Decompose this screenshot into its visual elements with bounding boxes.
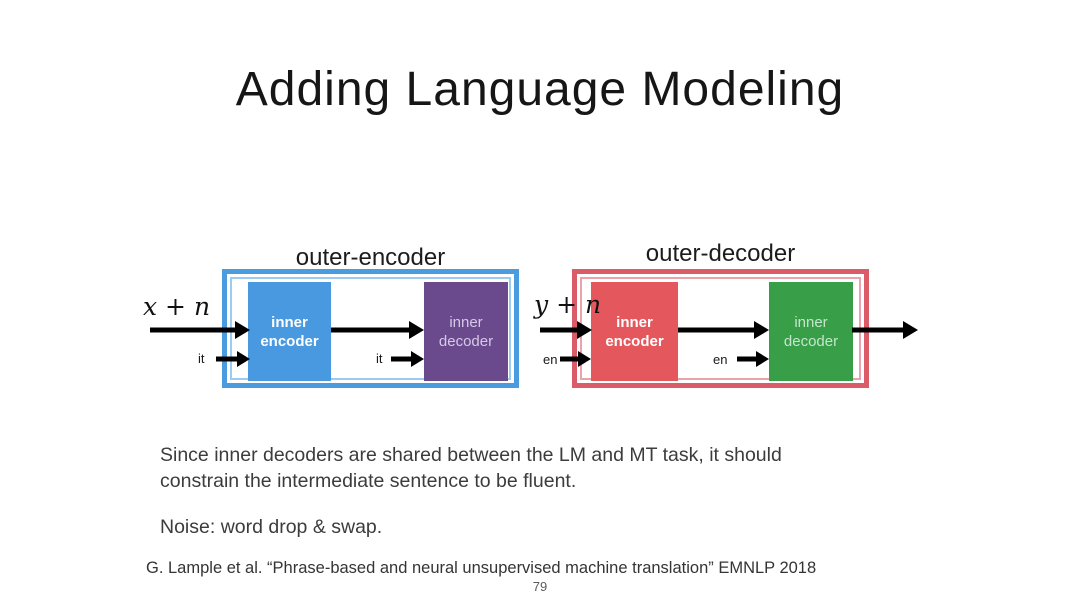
arrow-head-icon (411, 351, 424, 367)
inner-decoder-label-line1: inner (794, 313, 828, 331)
inner-encoder-label-line2: encoder (260, 332, 319, 350)
arrow-shaft (737, 356, 758, 362)
arrow-mt-encoder-to-decoder (678, 320, 769, 340)
arrow-shaft (150, 327, 237, 333)
outer-encoder-label: outer-encoder (295, 244, 446, 271)
inner-decoder-label-line2: decoder (438, 332, 494, 350)
arrow-shaft (391, 356, 413, 362)
arrow-head-icon (903, 321, 918, 339)
inner-encoder-label-line1: inner (271, 313, 308, 331)
arrow-shaft (331, 327, 411, 333)
outer-decoder-inner-decoder-box: inner decoder (769, 282, 853, 381)
outer-encoder-inner-encoder-box: inner encoder (248, 282, 331, 381)
arrow-lang-token-it-decoder (391, 349, 424, 369)
arrow-lang-token-it-encoder (216, 349, 250, 369)
arrow-lang-token-en-encoder (560, 349, 591, 369)
input-label-x-plus-n: x + n (143, 292, 211, 321)
outer-encoder-inner-decoder-box: inner decoder (424, 282, 508, 381)
citation: G. Lample et al. “Phrase-based and neura… (146, 559, 817, 577)
lang-token-en-encoder: en (543, 352, 558, 367)
arrow-head-icon (577, 321, 592, 339)
arrow-head-icon (235, 321, 250, 339)
arrow-input-to-mt-encoder (540, 320, 592, 340)
inner-decoder-label-line2: decoder (783, 332, 839, 350)
arrow-shaft (540, 327, 579, 333)
arrow-head-icon (237, 351, 250, 367)
input-label-y-plus-n: y + n (534, 290, 602, 319)
arrow-output (852, 320, 918, 340)
arrow-head-icon (578, 351, 591, 367)
arrow-lang-token-en-decoder (737, 349, 769, 369)
lang-token-en-decoder: en (713, 352, 728, 367)
slide-title: Adding Language Modeling (235, 63, 845, 116)
outer-decoder-inner-encoder-box: inner encoder (591, 282, 678, 381)
arrow-shaft (852, 327, 905, 333)
arrow-head-icon (754, 321, 769, 339)
body-paragraph: Since inner decoders are shared between … (160, 444, 782, 492)
arrow-lm-encoder-to-decoder (331, 320, 424, 340)
lang-token-it-decoder: it (376, 351, 383, 366)
arrow-input-to-lm-encoder (150, 320, 250, 340)
arrow-shaft (678, 327, 756, 333)
page-number: 79 (532, 579, 548, 594)
outer-decoder-label: outer-decoder (645, 240, 796, 267)
arrow-shaft (560, 356, 580, 362)
inner-decoder-label-line1: inner (449, 313, 483, 331)
arrow-shaft (216, 356, 239, 362)
inner-encoder-label-line1: inner (616, 313, 653, 331)
lang-token-it-encoder: it (198, 351, 205, 366)
arrow-head-icon (756, 351, 769, 367)
inner-encoder-label-line2: encoder (605, 332, 664, 350)
arrow-head-icon (409, 321, 424, 339)
noise-note: Noise: word drop & swap. (160, 516, 383, 538)
